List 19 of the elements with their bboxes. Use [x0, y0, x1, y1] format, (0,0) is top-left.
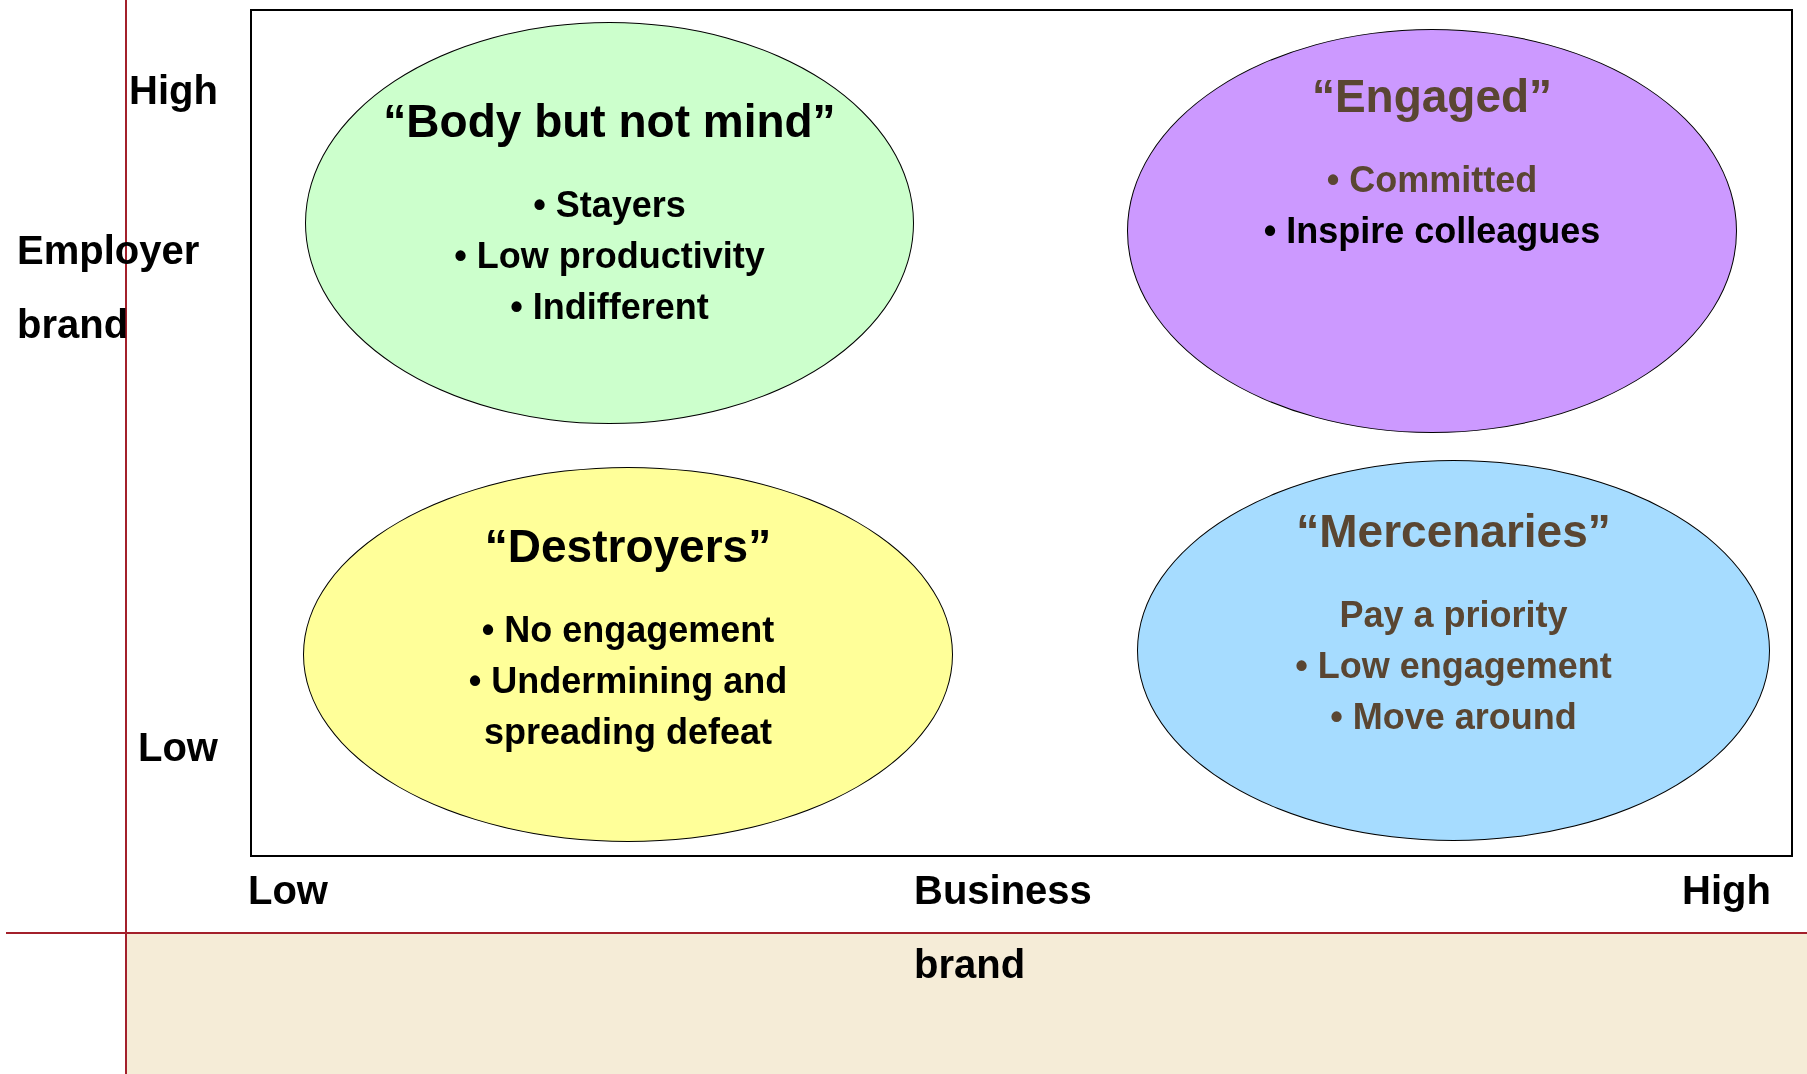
quadrant-title: “Destroyers”: [484, 519, 772, 574]
quadrant-title: “Body but not mind”: [383, 94, 836, 149]
bullet-text: • Committed: [1326, 158, 1538, 202]
bullet-text: • Low productivity: [454, 234, 765, 278]
bullet-text: • Undermining and spreading defeat: [467, 659, 789, 754]
bullet-text: • Indifferent: [510, 285, 709, 329]
bullet-text: • Low engagement: [1295, 644, 1612, 688]
axis-title: Business brand: [914, 867, 1093, 988]
bullet-text: • No engagement: [481, 608, 775, 652]
bullet-text: Pay a priority: [1339, 593, 1568, 637]
axis-tick-label: High: [1682, 867, 1771, 914]
quadrant-title: “Engaged”: [1311, 69, 1553, 124]
axis-tick-label: High: [129, 67, 218, 114]
axis-tick-label: Low: [138, 724, 218, 771]
bullet-text: • Move around: [1330, 695, 1577, 739]
bullet-text: • Inspire colleagues: [1263, 209, 1601, 253]
bullet-text: • Stayers: [533, 183, 686, 227]
quadrant-title: “Mercenaries”: [1296, 504, 1611, 559]
axis-tick-label: Low: [248, 867, 328, 914]
